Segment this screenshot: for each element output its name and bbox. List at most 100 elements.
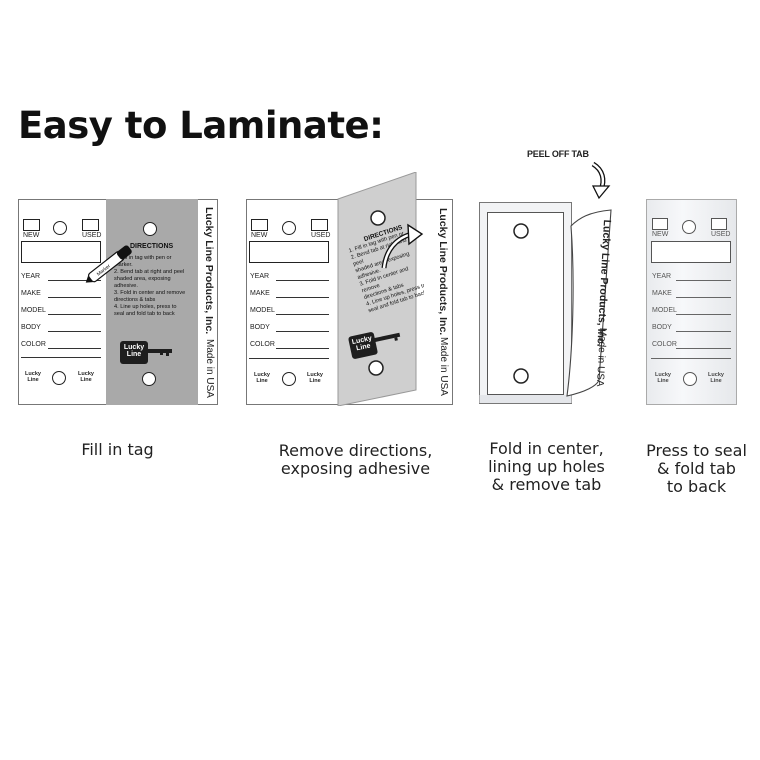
brand-small-left: Lucky Line bbox=[655, 372, 671, 384]
peeling-tab bbox=[566, 209, 612, 397]
directions-line: 1. Fill in tag with pen or bbox=[114, 255, 172, 261]
field-body-label: BODY bbox=[21, 324, 41, 331]
field-color-label: COLOR bbox=[21, 341, 46, 348]
directions-line: shaded area, exposing bbox=[114, 276, 171, 282]
field-year-label: YEAR bbox=[250, 273, 270, 280]
directions-line: directions & tabs bbox=[114, 297, 156, 303]
caption-line: lining up holes bbox=[488, 457, 605, 476]
field-body-line bbox=[676, 331, 731, 332]
stock-number-box bbox=[249, 241, 329, 263]
field-make-line bbox=[676, 297, 731, 298]
field-year-line bbox=[676, 280, 731, 281]
separator-line bbox=[249, 358, 329, 359]
caption-line: Remove directions, bbox=[278, 441, 433, 460]
directions-line: adhesive. bbox=[114, 283, 138, 289]
brand-small-left: Lucky Line bbox=[25, 371, 41, 383]
used-checkbox bbox=[82, 219, 99, 231]
directions-text: 1. Fill in tag with pen or marker. 2. Be… bbox=[114, 255, 196, 318]
field-year-label: YEAR bbox=[21, 273, 41, 280]
key-icon bbox=[146, 349, 172, 356]
field-body-line bbox=[276, 331, 329, 332]
field-make-label: MAKE bbox=[21, 290, 41, 297]
field-model-line bbox=[676, 314, 731, 315]
field-model-line bbox=[276, 314, 329, 315]
caption-line: Press to seal bbox=[646, 441, 747, 460]
separator-line bbox=[651, 358, 731, 359]
field-make-line bbox=[276, 297, 329, 298]
field-year-line bbox=[48, 280, 101, 281]
page-title: Easy to Laminate: bbox=[18, 104, 384, 147]
field-color-label: COLOR bbox=[652, 341, 677, 348]
step-2-caption: Remove directions, exposing adhesive bbox=[268, 442, 443, 478]
tag-hole bbox=[682, 220, 696, 234]
field-make-line bbox=[48, 297, 101, 298]
directions-line: 4. Line up holes, press to bbox=[114, 304, 177, 310]
caption-line: & fold tab bbox=[657, 459, 736, 478]
directions-hole-bottom bbox=[142, 372, 156, 386]
field-make-label: MAKE bbox=[250, 290, 270, 297]
lucky-line-logo: Lucky Line bbox=[120, 341, 148, 364]
step-3-caption: Fold in center, lining up holes & remove… bbox=[474, 440, 619, 494]
field-model-label: MODEL bbox=[21, 307, 46, 314]
folded-tag bbox=[479, 202, 572, 404]
key-icon bbox=[374, 332, 401, 343]
field-color-label: COLOR bbox=[250, 341, 275, 348]
step-1-illustration: NEW USED YEAR MAKE MODEL BODY COLOR Luck… bbox=[18, 199, 218, 405]
field-make-label: MAKE bbox=[652, 290, 672, 297]
caption-line: to back bbox=[666, 477, 727, 496]
used-checkbox bbox=[711, 218, 727, 230]
tag-hole-bottom bbox=[683, 372, 697, 386]
used-label: USED bbox=[711, 231, 731, 238]
new-label: NEW bbox=[652, 231, 669, 238]
brand-vertical: Lucky Line Products, Inc. bbox=[203, 207, 215, 335]
step-4-caption: Press to seal & fold tab to back bbox=[633, 442, 760, 496]
directions-hole-top bbox=[143, 222, 157, 236]
separator-line bbox=[21, 357, 101, 358]
caption-line: Fill in tag bbox=[81, 440, 154, 459]
step-2-illustration: NEW USED YEAR MAKE MODEL BODY COLOR Luck… bbox=[246, 172, 456, 406]
new-label: NEW bbox=[251, 232, 268, 239]
marker-pen-icon: Marker bbox=[85, 245, 132, 283]
field-year-line bbox=[276, 280, 329, 281]
step-1-caption: Fill in tag bbox=[40, 441, 195, 459]
new-checkbox bbox=[251, 219, 268, 231]
field-model-label: MODEL bbox=[652, 307, 677, 314]
tag-hole-bottom bbox=[52, 371, 66, 385]
directions-line: marker. bbox=[114, 262, 133, 268]
brand-small-right: Lucky Line bbox=[307, 372, 323, 384]
field-body-line bbox=[48, 331, 101, 332]
stock-number-box bbox=[651, 241, 731, 263]
new-checkbox bbox=[652, 218, 668, 230]
field-body-label: BODY bbox=[652, 324, 672, 331]
field-color-line bbox=[276, 348, 329, 349]
field-color-line bbox=[48, 348, 101, 349]
peel-off-arrow-icon bbox=[591, 161, 611, 200]
brand-small-left: Lucky Line bbox=[254, 372, 270, 384]
field-year-label: YEAR bbox=[652, 273, 672, 280]
caption-line: Fold in center, bbox=[489, 439, 604, 458]
directions-line: seal and fold tab to back bbox=[114, 311, 175, 317]
brand-small-right: Lucky Line bbox=[78, 371, 94, 383]
field-color-line bbox=[676, 348, 731, 349]
peel-arrow-icon bbox=[381, 223, 424, 269]
tag-hole bbox=[282, 221, 296, 235]
tag-hole bbox=[53, 221, 67, 235]
field-body-label: BODY bbox=[250, 324, 270, 331]
new-checkbox bbox=[23, 219, 40, 231]
field-model-label: MODEL bbox=[250, 307, 275, 314]
directions-line: 3. Fold in center and remove bbox=[114, 290, 186, 296]
made-in-usa: Made in USA bbox=[438, 337, 449, 396]
peel-off-tab-label: PEEL OFF TAB bbox=[527, 149, 589, 159]
step-4-illustration: NEW USED YEAR MAKE MODEL BODY COLOR Luck… bbox=[646, 199, 737, 405]
used-label: USED bbox=[311, 232, 331, 239]
used-label: USED bbox=[82, 232, 102, 239]
tag-tab bbox=[424, 199, 453, 405]
directions-line: 2. Bend tab at right and peel bbox=[114, 269, 185, 275]
new-label: NEW bbox=[23, 232, 40, 239]
brand-small-right: Lucky Line bbox=[708, 372, 724, 384]
field-model-line bbox=[48, 314, 101, 315]
stock-number-box bbox=[21, 241, 101, 263]
tag-hole-bottom bbox=[282, 372, 296, 386]
caption-line: & remove tab bbox=[491, 475, 602, 494]
brand-vertical: Lucky Line Products, Inc. bbox=[437, 208, 449, 336]
